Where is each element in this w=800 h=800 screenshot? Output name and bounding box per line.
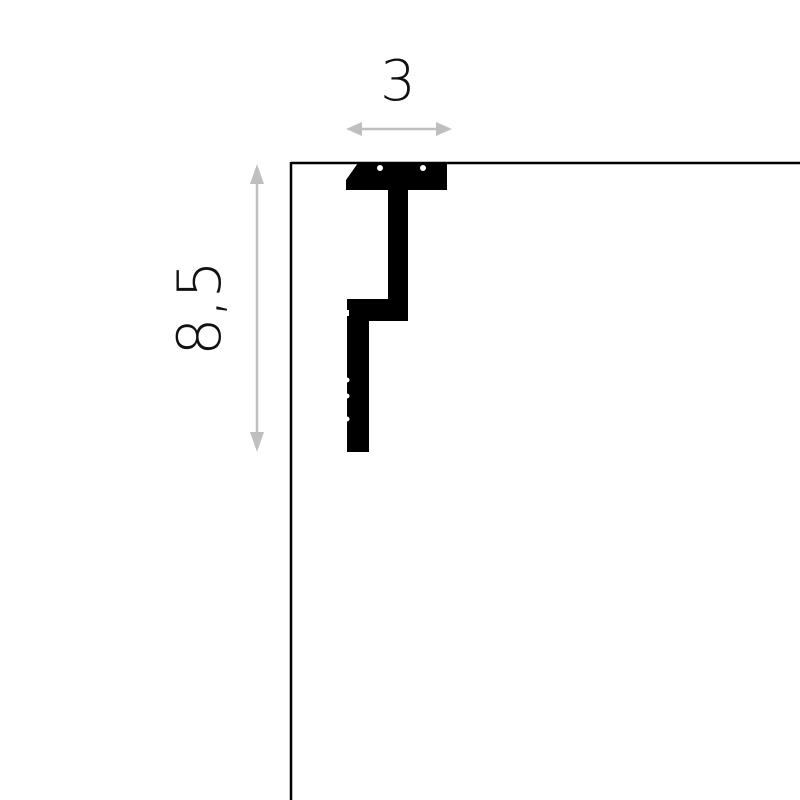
width-dimension: 3 — [346, 49, 452, 136]
profile-notch — [344, 416, 350, 422]
width-label: 3 — [380, 49, 416, 114]
profile-notch — [344, 393, 350, 399]
profile-groove — [346, 310, 349, 316]
profile-shape — [346, 163, 447, 452]
profile-notch — [420, 165, 426, 171]
profile-notch — [377, 165, 383, 171]
width-arrow-right-head — [436, 122, 452, 136]
height-arrow-top-head — [250, 164, 264, 184]
profile-notch — [344, 377, 350, 383]
width-arrow-left-head — [346, 122, 362, 136]
height-label: 8,5 — [165, 260, 235, 355]
wall-corner — [289, 161, 800, 800]
height-arrow-bottom-head — [250, 432, 264, 452]
moulding-profile — [344, 163, 447, 452]
height-dimension: 8,5 — [165, 164, 264, 452]
